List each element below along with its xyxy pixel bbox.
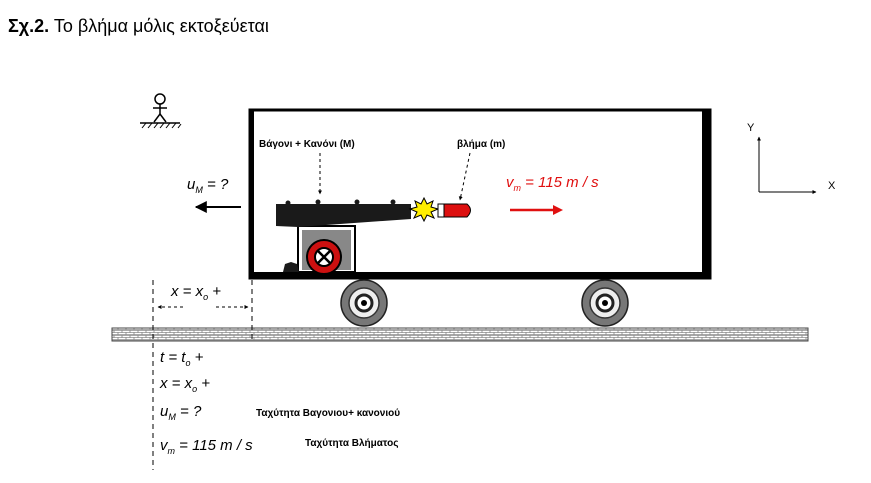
wheel-right [581,279,629,327]
y-axis-label: Y [747,122,755,134]
cart-velocity-top: uM = ? [187,176,229,195]
displacement-top: x = xo + [171,283,222,302]
projectile-velocity-top: vm = 115 m / s [506,174,599,193]
pointer-projectile [458,152,471,201]
figure-caption: Το βλήμα μόλις εκτοξεύεται [53,16,269,36]
position-equation: x = xo + [160,375,211,394]
time-equation: t = to + [160,349,204,368]
cart-box [248,108,712,280]
cannon [276,199,411,275]
projectile-label: βλήμα (m) [457,139,506,150]
projectile [437,203,471,218]
projectile-velocity-description: Ταχύτητα Βλήματος [305,438,399,449]
cart-velocity-equation: uM = ? [160,403,202,422]
ground [111,327,809,342]
wheel-left [340,279,388,327]
projectile-velocity-equation: vm = 115 m / s [160,437,253,456]
figure-number: Σχ.2. [8,16,50,36]
x-axis-label: X [828,180,836,192]
explosion-icon [408,196,440,223]
axes [757,136,817,194]
cart-cannon-label: Βάγονι + Κανόνι (Μ) [259,139,355,150]
cart-velocity-description: Ταχύτητα Βαγονιου+ κανονιού [256,408,401,419]
figure-title: Σχ.2. Το βλήμα μόλις εκτοξεύεται [8,16,269,37]
observer-icon [140,93,182,129]
